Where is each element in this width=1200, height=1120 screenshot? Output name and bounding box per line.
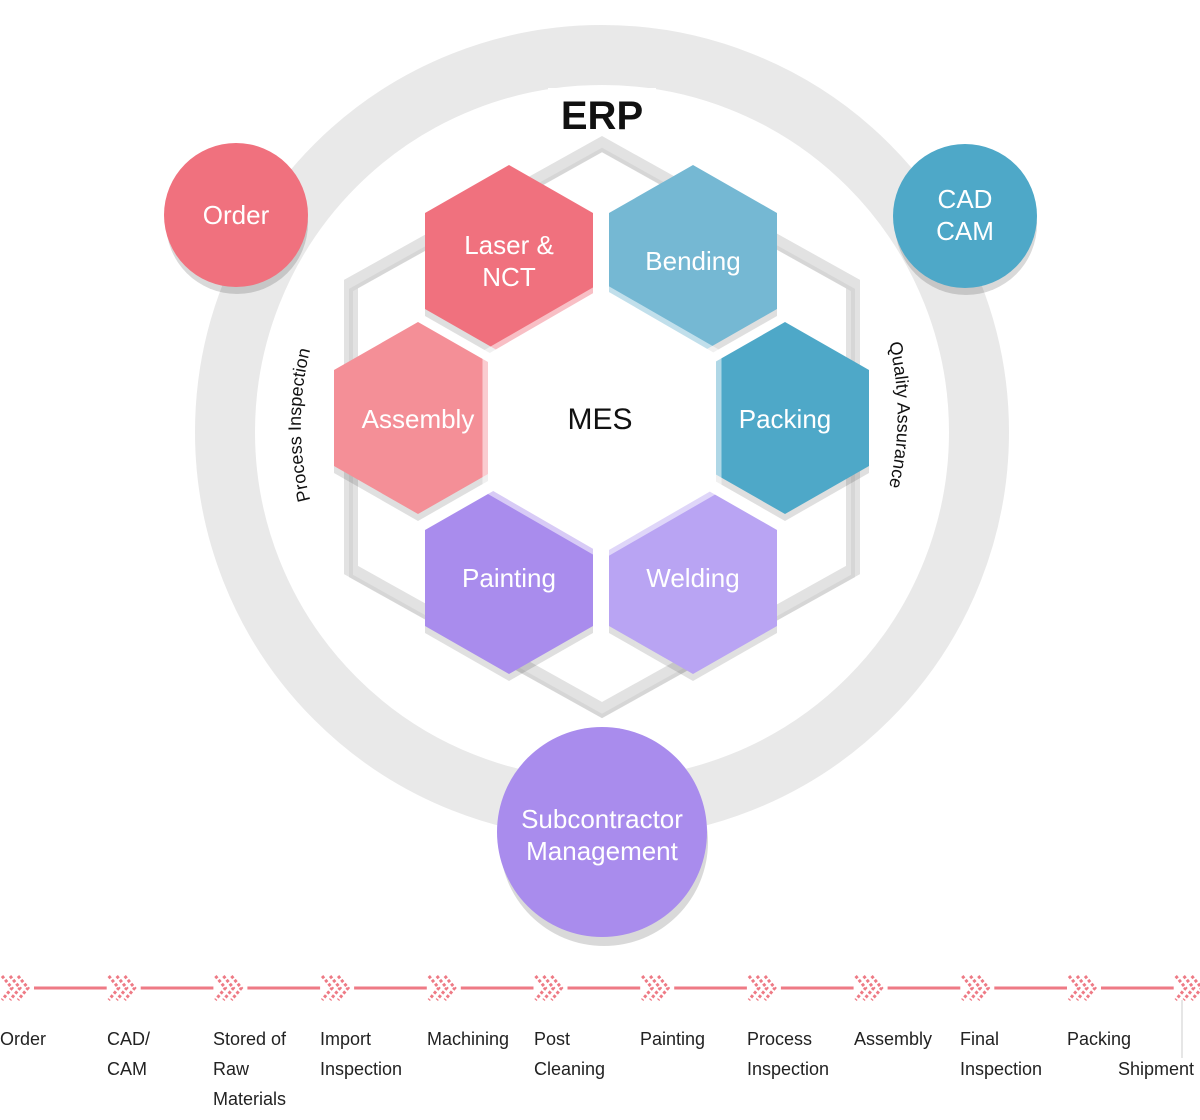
mes-label: MES — [567, 403, 632, 436]
timeline-chevron-10 — [1067, 975, 1097, 1001]
hex-packing-shape — [701, 322, 869, 514]
timeline-step-label: CAD/ CAM — [107, 1029, 151, 1079]
timeline-chevron-3 — [320, 975, 351, 1001]
hex-painting-label: Painting — [462, 563, 556, 593]
hex-bending: Bending — [609, 165, 777, 357]
hex-laser-nct: Laser & NCT — [425, 165, 593, 357]
timeline-step-label: Shipment — [1118, 1059, 1195, 1079]
hex-mes: MES — [482, 282, 722, 560]
timeline-chevron-2 — [214, 975, 244, 1001]
timeline-chevron-8 — [854, 975, 884, 1001]
timeline-chevron-6 — [641, 975, 671, 1001]
timeline-step-label: Order — [0, 1029, 47, 1049]
hex-bending-label: Bending — [645, 246, 740, 276]
hex-frame — [344, 135, 860, 719]
hex-packing: Packing — [701, 322, 869, 514]
order-circle: Order — [164, 143, 308, 294]
hex-welding-label: Welding — [646, 563, 739, 593]
timeline-step-label: Stored of Raw Materials — [213, 1029, 287, 1109]
timeline-step-label: Painting — [640, 1029, 706, 1049]
timeline-step-label: Post Cleaning — [534, 1029, 606, 1079]
timeline-chevron-1 — [107, 975, 137, 1001]
timeline-chevron-9 — [961, 975, 991, 1001]
hex-laser-shape — [425, 165, 593, 357]
process-timeline — [0, 972, 1200, 1004]
quality-assurance-label: Quality Assurance — [885, 340, 914, 491]
cadcam-label-line1: CAD — [938, 184, 993, 214]
timeline-chevron-7 — [747, 975, 777, 1001]
subcontractor-label-line2: Management — [526, 836, 679, 866]
timeline-step-label: Machining — [427, 1029, 510, 1049]
timeline-step-label: Assembly — [854, 1029, 933, 1049]
timeline-step-label: Final Inspection — [960, 1029, 1043, 1079]
cadcam-label-line2: CAM — [936, 216, 994, 246]
hex-laser-label-line2: NCT — [482, 262, 536, 292]
hex-assembly: Assembly — [334, 322, 502, 514]
timeline-step-label: Process Inspection — [747, 1029, 830, 1079]
subcontractor-circle: Subcontractor Management — [497, 727, 708, 946]
timeline-chevron-0 — [0, 975, 30, 1001]
subcontractor-label-line1: Subcontractor — [521, 804, 683, 834]
erp-title: ERP — [561, 94, 643, 138]
hex-assembly-label: Assembly — [362, 404, 475, 434]
order-circle-shape — [164, 143, 308, 287]
timeline-step-label: Packing — [1067, 1029, 1132, 1049]
timeline-chevron-5 — [534, 975, 564, 1001]
hex-packing-label: Packing — [739, 404, 832, 434]
subcontractor-circle-shape — [497, 727, 707, 937]
hex-bending-shape — [609, 165, 777, 357]
order-circle-label: Order — [203, 200, 270, 230]
cadcam-circle: CAD CAM — [893, 144, 1037, 295]
timeline-chevron-11 — [1174, 975, 1200, 1001]
hex-assembly-shape — [334, 322, 502, 514]
process-inspection-label: Process Inspection — [285, 346, 314, 504]
timeline-chevron-4 — [427, 975, 457, 1001]
timeline-step-label: Import Inspection — [320, 1029, 403, 1079]
hex-laser-label-line1: Laser & — [464, 230, 554, 260]
cadcam-circle-shape — [893, 144, 1037, 288]
